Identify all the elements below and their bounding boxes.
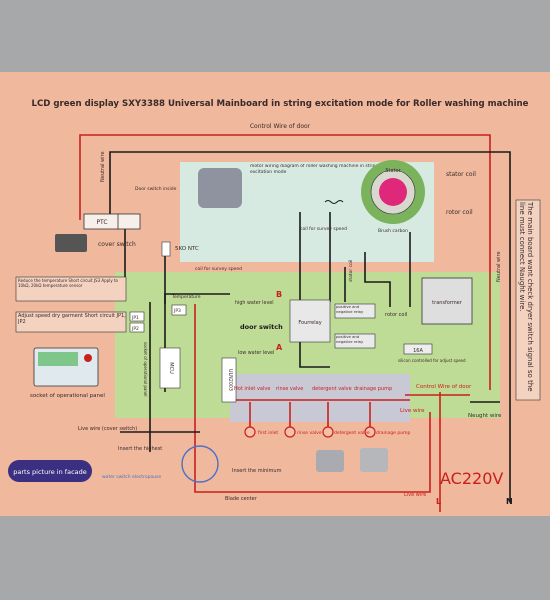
n-terminal-label: N — [506, 497, 513, 506]
l-terminal-label: L — [436, 497, 441, 506]
adjust-dry-note — [15, 311, 127, 333]
panel-knob — [84, 354, 92, 362]
relay-1 — [334, 303, 376, 319]
control-wire-top: Control Wire of door — [250, 123, 311, 130]
black-wiring — [109, 151, 511, 502]
rinse-valve-label: rinse valve — [276, 386, 303, 392]
mcu-chip — [159, 347, 181, 389]
ntc-sensor — [161, 241, 171, 257]
jp1-label: JP1 — [131, 315, 139, 321]
b-terminal-label: B — [276, 290, 282, 299]
neutral-wire-bottom-label: Neught wire — [468, 413, 502, 419]
low-water-label: low water level — [238, 350, 274, 356]
rinse-valve-label-2: rinse valve — [297, 430, 322, 436]
rotor — [379, 178, 407, 206]
jp3-jumper — [171, 304, 187, 316]
jp2-jumper — [129, 322, 145, 333]
diagram-sheet: LCD green display SXY3388 Universal Main… — [0, 72, 550, 516]
reduce-temp-text: Reduce the temperature Short circuit JS3… — [18, 278, 118, 288]
stator-coil-label: stator coil — [446, 171, 476, 178]
rotor-coil-label: rotor coil — [446, 209, 473, 216]
relay-2 — [334, 333, 376, 349]
blade-center-label: Blade center — [225, 496, 258, 502]
water-switch — [181, 445, 219, 483]
detergent-valve-label-2: detergent valve — [334, 430, 370, 436]
first-inlet-label: first inlet — [258, 430, 278, 436]
diagram-title: LCD green display SXY3388 Universal Main… — [32, 99, 529, 109]
coil-survey-label-2: coil for survey speed — [195, 266, 242, 272]
control-wire-bottom: Control Wire of door — [416, 384, 472, 390]
relay-1-label: positive and negative relay — [336, 305, 364, 314]
stator-label: Stator — [385, 168, 401, 174]
live-wire-cover-label: Live wire (cover switch) — [78, 426, 137, 432]
detergent-valve-label: detergent valve — [312, 386, 352, 392]
socket-vertical-label: socket of operational panel — [143, 342, 148, 396]
ac220v-label: AC220V — [440, 469, 503, 488]
motor-photo — [198, 168, 242, 208]
fourrelay-box — [289, 299, 331, 343]
fourrelay-label: Fourrelay — [298, 320, 321, 326]
adjust-dry-text: Adjust speed dry garment Short circuit J… — [18, 313, 126, 325]
insert-minimum-label: Insert the minimum — [232, 468, 282, 474]
parts-picture-label: parts picture in facade — [13, 468, 87, 476]
door-switch-label: door switch — [240, 323, 283, 331]
uln-label: ULN2003 — [227, 369, 233, 391]
relay-2-label: positive and negative relay — [336, 335, 364, 344]
temperature-label: Temperature — [171, 294, 201, 300]
high-water-label: high water level — [235, 300, 274, 306]
water-switch-label: water switch electropause — [102, 474, 161, 480]
jp1-jumper — [129, 311, 145, 322]
socket-panel-label: socket of operational panel — [30, 393, 105, 399]
neutral-wire-left: Neutral wire — [100, 151, 106, 182]
coil-symbol — [324, 200, 344, 204]
drainage-pump-label-2: drainage pump — [376, 430, 410, 436]
hot-inlet-label: Hot inlet valve — [234, 386, 270, 392]
motor-diagram-label: motor wiring diagram of roller washing m… — [250, 164, 379, 175]
uln-chip — [221, 357, 237, 403]
right-note-box — [515, 199, 541, 401]
jp3-label: JP3 — [173, 308, 181, 314]
valve-coil-3 — [322, 426, 334, 438]
cover-switch-label: cover switch — [98, 241, 136, 248]
a-terminal-label: A — [276, 343, 283, 352]
cover-switch-photo — [55, 234, 87, 252]
ntc-label: 5KO NTC — [175, 246, 199, 252]
stator-coil-label-2: stator coil — [348, 260, 354, 282]
live-wire-label: Live wire — [400, 408, 425, 414]
valve-coil-1 — [244, 426, 256, 438]
valve-photo — [316, 450, 344, 472]
live-wire-bottom-label: Live wire — [404, 492, 426, 498]
transformer-box — [421, 277, 473, 325]
ptc-label: PTC — [96, 219, 107, 226]
coil-survey-label: coil for survey speed — [300, 226, 347, 232]
door-switch-box — [117, 213, 141, 230]
valve-band — [230, 374, 410, 422]
fuse-16a — [403, 343, 433, 355]
right-note-text: The main board want check dryer switch s… — [518, 202, 534, 392]
reduce-temp-note — [15, 276, 127, 302]
panel-display — [38, 352, 78, 366]
parts-picture-button[interactable] — [8, 460, 92, 482]
wiring-diagram: LCD green display SXY3388 Universal Main… — [8, 99, 541, 512]
mcu-label: MCU — [168, 362, 174, 374]
drainage-pump-label: drainage pump — [354, 386, 392, 392]
pump-photo — [360, 448, 388, 472]
valve-coil-4 — [364, 426, 376, 438]
sixteen-a-label: 16A — [413, 348, 423, 354]
neutral-wire-right: Neutral wire — [496, 251, 502, 282]
valve-coil-2 — [284, 426, 296, 438]
transformer-label: transformer — [432, 300, 463, 306]
jp2-label: JP2 — [131, 326, 139, 332]
insert-highest-label: Insert the highest — [118, 446, 162, 452]
brush-carbon-label: Brush carbon — [378, 228, 408, 234]
rotor-coil-label-2: rotor coil — [385, 312, 407, 318]
door-switch-inside-label: Door switch inside — [135, 186, 177, 192]
silicon-label: silicon controlled for adjust speed — [398, 358, 466, 363]
